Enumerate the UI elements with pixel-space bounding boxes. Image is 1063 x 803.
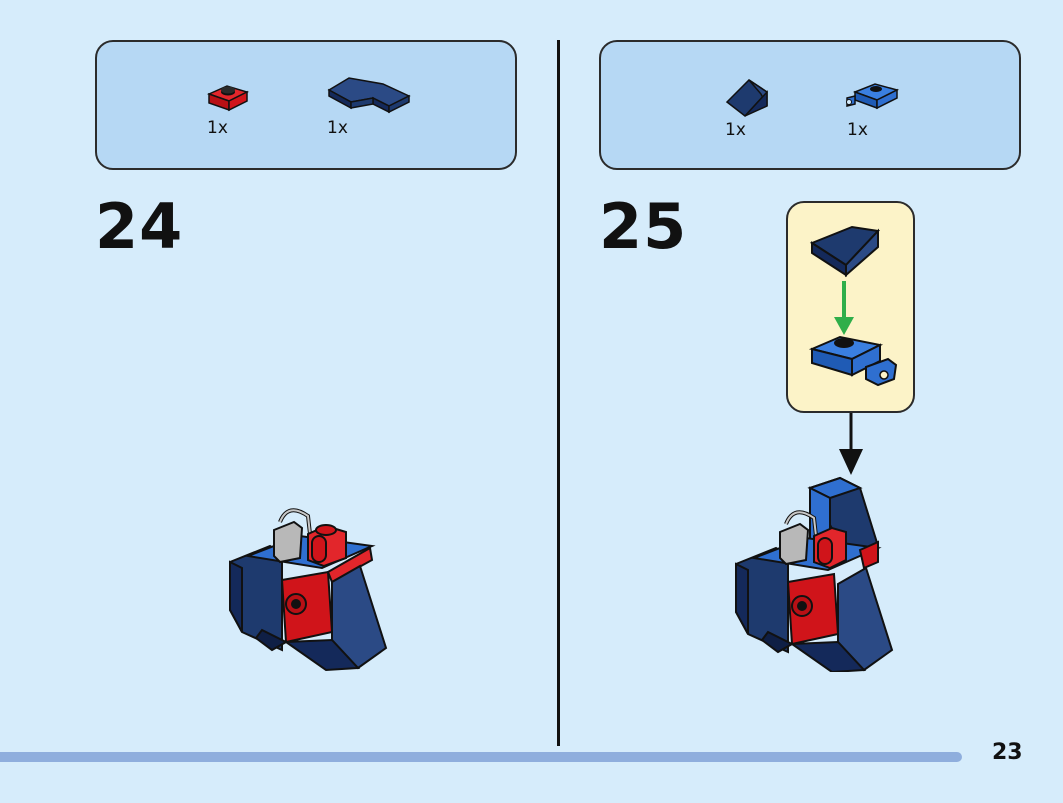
sub-assembly-diagram <box>808 225 898 387</box>
red-round-plate-icon <box>206 85 250 112</box>
sub-assembly-callout <box>786 201 915 413</box>
assembled-model-step-24 <box>229 508 388 672</box>
part-quantity: 1x <box>725 120 746 140</box>
placement-arrow <box>839 413 863 475</box>
page-number: 23 <box>992 740 1023 765</box>
dark-blue-slope-icon <box>725 79 769 118</box>
progress-bar <box>0 752 962 762</box>
step-number: 24 <box>95 190 184 263</box>
blue-clip-plate-icon <box>846 83 900 110</box>
parts-list-box-step-25: 1x 1x <box>599 40 1021 170</box>
parts-list-box-step-24: 1x 1x <box>95 40 517 170</box>
assembled-model-step-25 <box>735 476 894 672</box>
page-divider <box>557 40 560 746</box>
part-quantity: 1x <box>207 118 228 138</box>
step-number: 25 <box>599 190 688 263</box>
dark-blue-wedge-plate-icon <box>327 77 411 114</box>
part-quantity: 1x <box>847 120 868 140</box>
part-quantity: 1x <box>327 118 348 138</box>
